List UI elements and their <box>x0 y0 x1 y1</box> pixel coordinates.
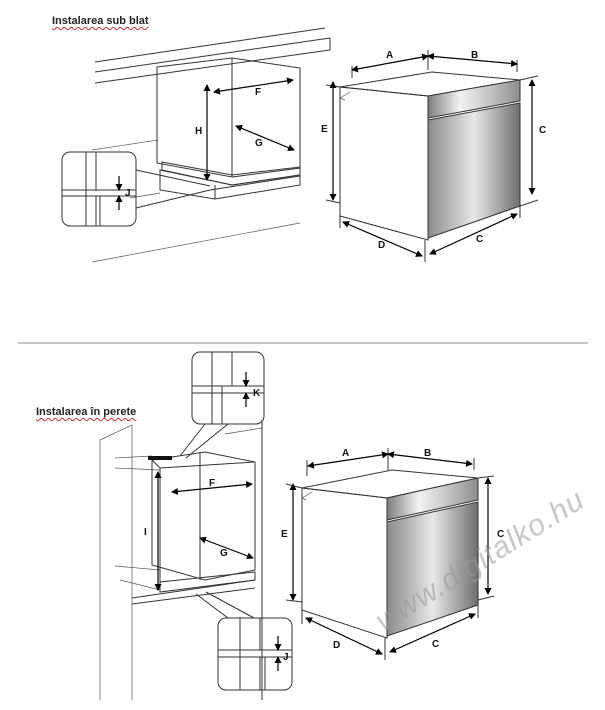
dim-a-top <box>351 53 429 73</box>
dim-a-wall <box>307 451 389 469</box>
label-b-wall: B <box>424 448 431 459</box>
label-a-top: A <box>386 50 393 61</box>
label-a-wall: A <box>342 448 349 459</box>
label-c-top-depth: C <box>476 234 483 245</box>
in-wall-section: F G I K <box>99 351 504 700</box>
tall-cabinet <box>99 420 263 700</box>
countertop-lines <box>91 27 331 263</box>
label-b-top: B <box>471 50 478 61</box>
label-d-top: D <box>378 240 385 251</box>
dim-b-wall <box>387 451 473 467</box>
cabinet-niche <box>156 57 301 200</box>
title-in-wall: Instalarea în perete <box>36 406 137 418</box>
detail-j-bottom: J <box>195 591 293 691</box>
dim-d-wall <box>305 617 383 655</box>
dim-d-top <box>342 221 423 257</box>
label-e-top: E <box>321 124 328 135</box>
detail-k: K <box>179 351 265 459</box>
label-c-wall-depth: C <box>432 639 439 650</box>
title-under-counter: Instalarea sub blat <box>52 15 149 27</box>
dim-c-wall-depth <box>389 613 476 653</box>
label-e-wall: E <box>281 529 288 540</box>
label-k: K <box>253 388 261 399</box>
label-j-bottom: J <box>283 652 289 663</box>
label-d-wall: D <box>333 640 340 651</box>
dim-g <box>235 125 295 151</box>
label-c-wall-height: C <box>497 529 504 540</box>
detail-j-top: J <box>61 151 211 227</box>
label-g: G <box>255 138 263 149</box>
dim-c-top-depth <box>429 213 518 255</box>
dim-b-top <box>427 53 518 67</box>
dim-g-wall <box>199 536 254 560</box>
dim-f <box>213 77 294 95</box>
label-f-wall: F <box>209 478 215 489</box>
oven-bottom <box>301 469 479 639</box>
label-h: H <box>195 126 202 137</box>
label-c-top-height: C <box>539 125 546 136</box>
under-counter-section: F G H J <box>61 27 546 263</box>
label-f: F <box>255 87 261 98</box>
oven-top <box>339 71 521 241</box>
dim-f-wall <box>171 481 253 495</box>
label-i: I <box>144 527 147 538</box>
label-j-top: J <box>125 188 131 199</box>
label-g-wall: G <box>220 548 228 559</box>
